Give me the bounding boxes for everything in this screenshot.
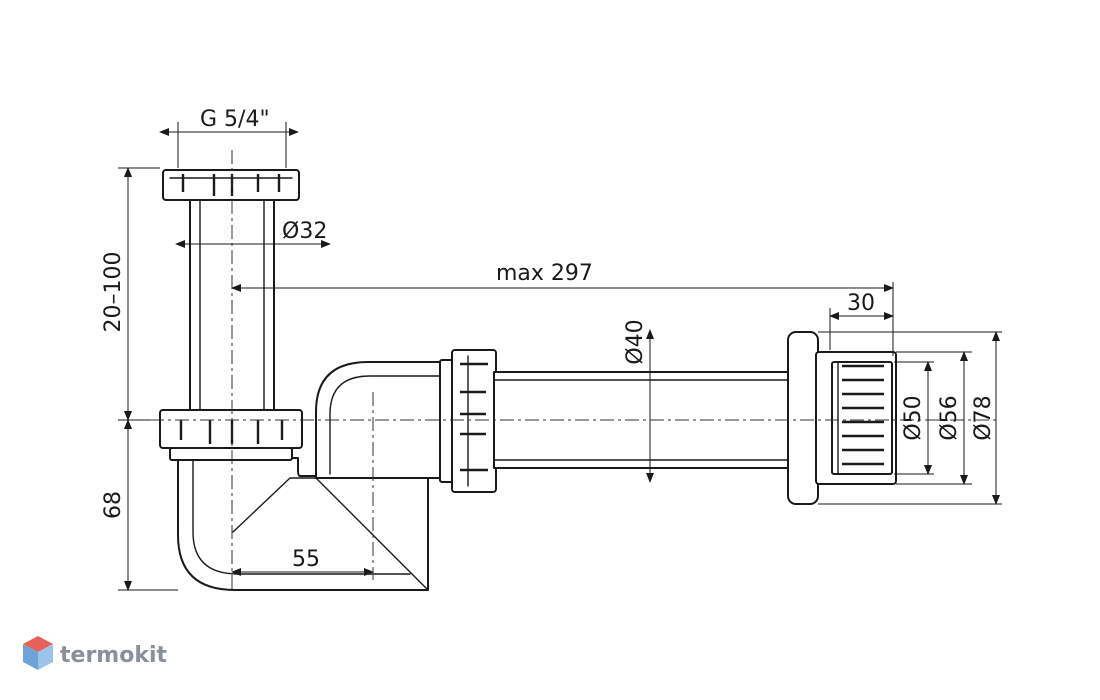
logo-right-face <box>38 644 53 670</box>
wall-cuff <box>787 331 897 505</box>
offset-label: 55 <box>292 547 320 572</box>
inlet-diameter-label: Ø32 <box>282 219 327 244</box>
brand-logo: termokit <box>23 636 167 670</box>
dimension-lines <box>118 122 1002 591</box>
cuff-d1-label: Ø50 <box>901 395 926 440</box>
logo-left-face <box>23 644 38 670</box>
height-range-label: 20–100 <box>101 252 126 333</box>
outlet-diameter-label: Ø40 <box>623 319 648 364</box>
lower-bend <box>177 457 429 591</box>
insert-depth-label: 30 <box>847 291 875 316</box>
thread-label: G 5/4" <box>200 107 270 132</box>
center-lines <box>150 150 1000 590</box>
middle-nut <box>159 409 303 461</box>
lower-height-label: 68 <box>101 491 126 519</box>
siphon-body <box>159 169 897 591</box>
cuff-d2-label: Ø56 <box>937 395 962 440</box>
outlet-nut <box>439 349 497 493</box>
brand-name: termokit <box>60 643 167 668</box>
max-length-label: max 297 <box>496 261 593 286</box>
top-nut <box>162 169 300 201</box>
cuff-d3-label: Ø78 <box>971 395 996 440</box>
dimension-labels: G 5/4" Ø32 20–100 68 max 297 30 Ø40 Ø50 … <box>101 107 996 572</box>
